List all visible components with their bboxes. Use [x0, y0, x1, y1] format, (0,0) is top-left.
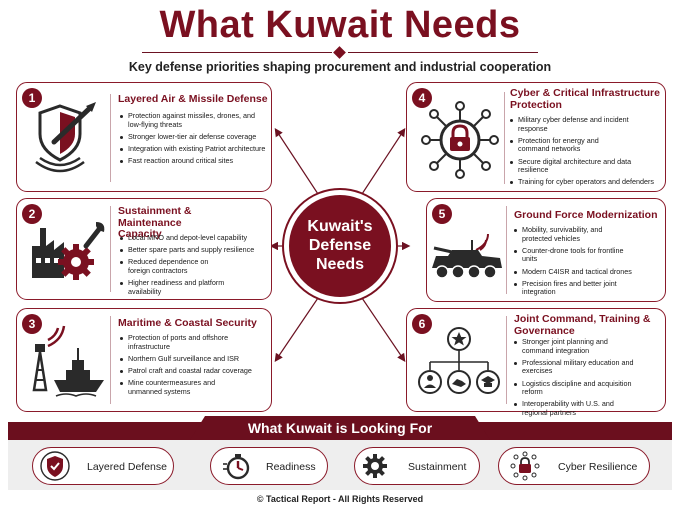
- card-title: Ground Force Modernization: [514, 209, 658, 221]
- card-divider: [504, 92, 505, 184]
- connector-4: [361, 127, 406, 195]
- card-bullet-list: Local MRO and depot-level capability Bet…: [120, 233, 268, 300]
- card-number-badge: 6: [412, 314, 432, 334]
- looking-for-label: Cyber Resilience: [558, 461, 638, 473]
- card-number-badge: 4: [412, 88, 432, 108]
- looking-for-label: Readiness: [266, 461, 316, 473]
- list-item: Protection for energy and command networ…: [510, 136, 620, 154]
- list-item: Logistics discipline and acquisition ref…: [514, 379, 632, 397]
- looking-for-label: Sustainment: [408, 461, 467, 473]
- list-item: Mine countermeasures and unmanned system…: [120, 378, 240, 396]
- connector-3: [274, 297, 319, 362]
- card-title: Maritime & Coastal Security: [118, 317, 257, 329]
- list-item: Interoperability with U.S. and regional …: [514, 399, 634, 417]
- list-item: Local MRO and depot-level capability: [120, 233, 268, 243]
- card-bullet-list: Stronger joint planning and command inte…: [514, 337, 662, 421]
- card-divider: [110, 206, 111, 292]
- list-item: Precision fires and better joint integra…: [514, 279, 618, 297]
- list-item: Counter-drone tools for frontline units: [514, 246, 624, 264]
- title-divider-right: [348, 52, 538, 53]
- list-item: Military cyber defense and incident resp…: [510, 115, 630, 133]
- card-bullet-list: Protection against missiles, drones, and…: [120, 111, 270, 169]
- list-item: Better spare parts and supply resilience: [120, 246, 268, 255]
- list-item: Higher readiness and platform availabili…: [120, 278, 238, 296]
- connector-1: [274, 127, 319, 195]
- list-item: Protection against missiles, drones, and…: [120, 111, 270, 129]
- list-item: Protection of ports and offshore infrast…: [120, 333, 230, 351]
- armored-vehicle-icon: [432, 233, 502, 279]
- list-item: Patrol craft and coastal radar coverage: [120, 366, 268, 376]
- list-item: Professional military education and exer…: [514, 358, 636, 376]
- ship-radar-tower-icon: [32, 325, 104, 397]
- connector-6: [361, 297, 406, 362]
- list-item: Northern Gulf surveillance and ISR: [120, 354, 268, 364]
- looking-for-banner-tab: [190, 416, 490, 440]
- hub-line-2: Defense: [308, 237, 372, 254]
- factory-gear-wrench-icon: [32, 222, 105, 280]
- list-item: Fast reaction around critical sites: [120, 157, 270, 166]
- missile-shield-icon: [35, 102, 96, 173]
- gear-icon: [363, 454, 387, 478]
- hub-title: Kuwait's Defense Needs: [289, 217, 391, 274]
- card-title: Layered Air & Missile Defense: [118, 93, 268, 105]
- card-title: Cyber & Critical Infrastructure Protecti…: [510, 87, 660, 111]
- list-item: Reduced dependence on foreign contractor…: [120, 258, 230, 275]
- card-number-badge: 1: [22, 88, 42, 108]
- card-bullet-list: Mobility, survivability, and protected v…: [514, 225, 662, 301]
- card-divider: [506, 206, 507, 294]
- list-item: Modern C4ISR and tactical drones: [514, 267, 662, 277]
- card-divider: [506, 316, 507, 404]
- hub-circle: [289, 195, 391, 297]
- card-title: Joint Command, Training & Governance: [514, 313, 651, 337]
- looking-for-heading: What Kuwait is Looking For: [247, 420, 433, 436]
- card-bullet-list: Protection of ports and offshore infrast…: [120, 333, 268, 400]
- page-subtitle: Key defense priorities shaping procureme…: [128, 60, 552, 74]
- card-air-missile-defense: [16, 82, 272, 192]
- looking-for-label: Layered Defense: [87, 461, 167, 473]
- lock-network-icon: [510, 451, 540, 481]
- list-item: Secure digital architecture and data res…: [510, 157, 632, 175]
- list-item: Mobility, survivability, and protected v…: [514, 225, 624, 243]
- hub-line-1: Kuwait's: [307, 218, 373, 235]
- page-title: What Kuwait Needs: [159, 4, 521, 46]
- list-item: Stronger lower-tier air defense coverage: [120, 132, 270, 142]
- card-divider: [110, 316, 111, 404]
- title-divider-left: [142, 52, 332, 53]
- stopwatch-icon: [223, 454, 250, 480]
- list-item: Training for cyber operators and defende…: [510, 178, 666, 187]
- card-divider: [110, 94, 111, 182]
- card-number-badge: 3: [22, 314, 42, 334]
- hub-line-3: Needs: [315, 256, 365, 273]
- card-number-badge: 5: [432, 204, 452, 224]
- list-item: Stronger joint planning and command inte…: [514, 337, 634, 355]
- shield-check-icon: [40, 451, 70, 481]
- card-number-badge: 2: [22, 204, 42, 224]
- card-joint-command: [406, 308, 666, 412]
- card-bullet-list: Military cyber defense and incident resp…: [510, 115, 666, 191]
- network-lock-icon: [421, 101, 499, 179]
- card-title: Sustainment & Maintenance Capacity: [118, 205, 192, 240]
- list-item: Integration with existing Patriot archit…: [120, 144, 270, 154]
- command-hierarchy-icon: [418, 327, 500, 394]
- copyright-footer: © Tactical Report - All Rights Reserved: [256, 494, 424, 504]
